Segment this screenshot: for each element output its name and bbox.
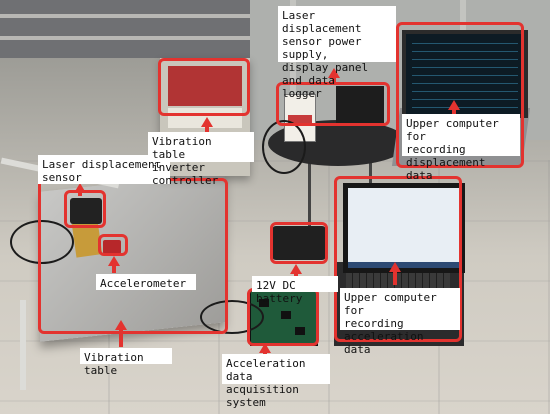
vibration-table-arrow — [115, 320, 127, 330]
controller-highlight-box — [158, 58, 250, 116]
label-vibration-controller: Vibration table inverter controller — [148, 132, 254, 187]
accelerometer-highlight-box — [98, 234, 128, 256]
cable — [262, 120, 306, 174]
cable — [10, 220, 74, 264]
battery-device — [272, 226, 326, 260]
daq-arrow — [259, 343, 271, 353]
laser-sensor-arrow — [74, 183, 86, 193]
label-battery: 12V DC battery — [252, 276, 338, 305]
background-shelf — [0, 0, 250, 58]
data-logger-device — [336, 86, 384, 126]
vibration-table-highlight-box — [38, 178, 228, 334]
acceleration-pc-arrow — [389, 262, 401, 272]
acceleration-pc-highlight-box — [334, 176, 462, 342]
label-daq: Acceleration data acquisition system — [222, 354, 330, 409]
accelerometer-device — [103, 240, 121, 254]
displacement-pc-highlight-box — [396, 22, 524, 168]
label-vibration-table: Vibration table — [80, 348, 172, 377]
cable — [200, 300, 264, 334]
controller-arrow — [201, 117, 213, 127]
logger-highlight-box — [276, 82, 390, 126]
label-displacement-pc: Upper computer for recording displacemen… — [402, 114, 520, 182]
accelerometer-arrow — [108, 256, 120, 266]
label-power-logger: Laser displacement sensor power supply, … — [278, 6, 396, 100]
laptop-acceleration-screen — [343, 183, 465, 273]
battery-arrow — [290, 264, 302, 274]
battery-highlight-box — [270, 222, 328, 264]
label-accelerometer: Accelerometer — [96, 274, 196, 290]
frame-post — [20, 300, 26, 390]
logger-arrow — [328, 68, 340, 78]
displacement-pc-arrow — [448, 100, 460, 110]
laser-sensor-device — [70, 198, 102, 224]
label-acceleration-pc: Upper computer for recording acceleratio… — [340, 288, 460, 356]
